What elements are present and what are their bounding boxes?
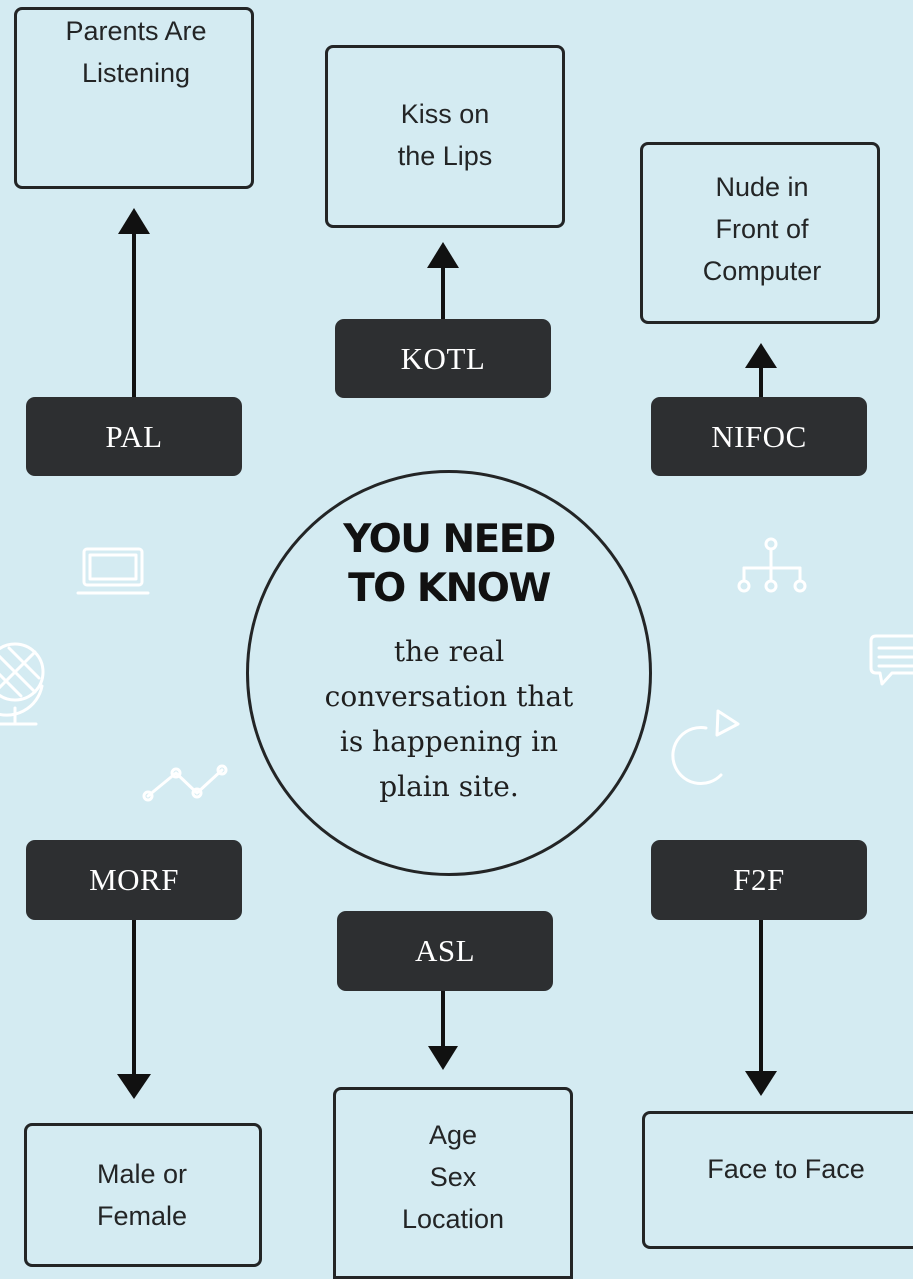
definition-box-pal: Parents Are Listening: [14, 7, 254, 189]
org-chart-icon: [737, 537, 807, 593]
definition-box-morf: Male or Female: [24, 1123, 262, 1267]
definition-text-f2f: Face to Face: [707, 1154, 865, 1184]
chat-bubble-icon: [869, 634, 913, 686]
laptop-icon: [76, 547, 150, 595]
definition-text-nifoc: Nude in Front of Computer: [702, 172, 822, 286]
definition-box-kotl: Kiss on the Lips: [325, 45, 565, 228]
acronym-label-nifoc: NIFOC: [711, 418, 807, 454]
arrowhead-asl: [428, 1046, 458, 1070]
acronym-pill-nifoc: NIFOC: [651, 397, 867, 476]
acronym-label-morf: MORF: [89, 862, 179, 897]
arrowhead-kotl: [427, 242, 459, 268]
acronym-label-kotl: KOTL: [400, 340, 486, 376]
acronym-label-asl: ASL: [414, 933, 476, 968]
arrowhead-pal: [118, 208, 150, 234]
acronym-pill-kotl: KOTL: [335, 319, 551, 398]
acronym-pill-morf: MORF: [26, 840, 242, 920]
center-subtext: the real conversation that is happening …: [324, 635, 574, 803]
globe-icon: [0, 642, 45, 726]
acronym-pill-f2f: F2F: [651, 840, 867, 920]
acronym-pill-asl: ASL: [337, 911, 553, 991]
definition-text-asl: Age Sex Location: [401, 1120, 505, 1234]
arrowhead-f2f: [745, 1071, 777, 1096]
refresh-arrow-icon: [671, 709, 740, 786]
definition-box-f2f: Face to Face: [642, 1111, 913, 1249]
acronym-label-pal: PAL: [105, 418, 163, 454]
center-circle: YOU NEED TO KNOW the real conversation t…: [246, 470, 652, 876]
line-chart-icon: [142, 764, 228, 802]
definition-text-morf: Male or Female: [96, 1159, 188, 1231]
arrowhead-morf: [117, 1074, 151, 1099]
definition-box-nifoc: Nude in Front of Computer: [640, 142, 880, 324]
center-headline: YOU NEED TO KNOW: [343, 517, 556, 611]
definition-text-kotl: Kiss on the Lips: [397, 98, 493, 171]
acronym-label-f2f: F2F: [733, 862, 785, 897]
arrowhead-nifoc: [745, 343, 777, 368]
definition-text-pal: Parents Are Listening: [65, 16, 207, 88]
acronym-pill-pal: PAL: [26, 397, 242, 476]
definition-box-asl: Age Sex Location: [333, 1087, 573, 1279]
